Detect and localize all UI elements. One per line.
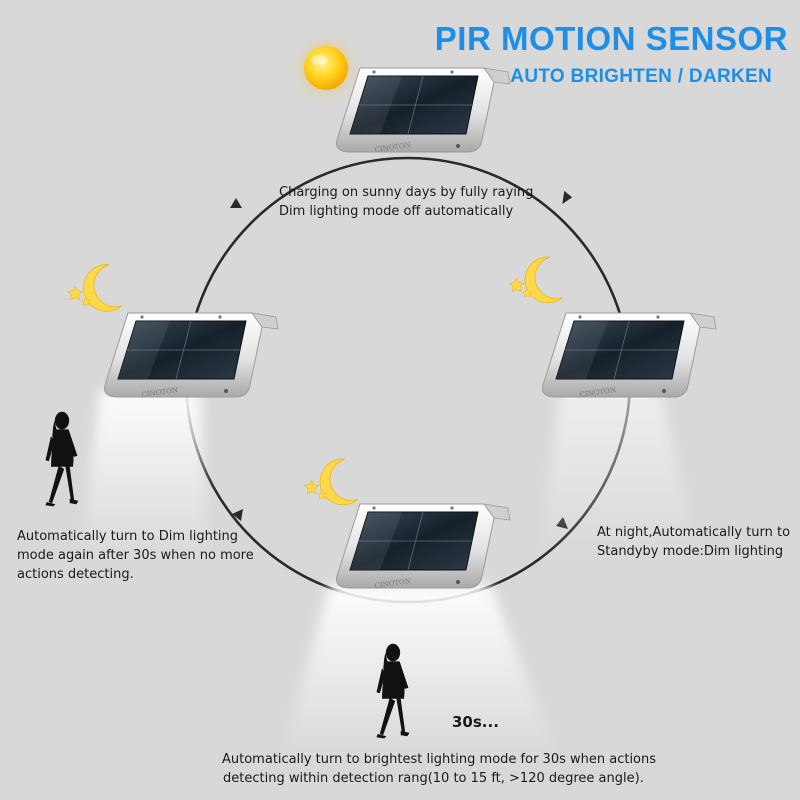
arrow-left-top <box>230 198 242 208</box>
step-standby-line1: At night,Automatically turn to <box>597 525 791 540</box>
crescent-moon-icon <box>304 458 358 506</box>
cycle-arrows <box>230 190 573 529</box>
timer-label: 30s... <box>452 713 499 731</box>
step-charging-text: Charging on sunny days by fully raying D… <box>279 183 533 221</box>
sun-icon <box>300 42 352 94</box>
light-beams <box>80 388 700 760</box>
crescent-moon-icon <box>509 256 563 304</box>
page-subtitle: AUTO BRIGHTEN / DARKEN <box>510 66 772 87</box>
step-dim-again-text: Automatically turn to Dim lighting mode … <box>17 527 254 584</box>
crescent-moon-icon <box>67 264 123 312</box>
step-brightest-text: Automatically turn to brightest lighting… <box>222 750 656 788</box>
beam-right <box>540 388 700 560</box>
arrow-top-right <box>562 190 573 205</box>
step-standby-text: At night,Automatically turn to Standyby … <box>597 523 790 561</box>
step-charging-line2: Dim lighting mode off automatically <box>279 204 514 219</box>
solar-light-device-right <box>542 312 717 398</box>
step-dim-again-line3: actions detecting. <box>17 567 134 582</box>
step-standby-line2: Standyby mode:Dim lighting <box>597 544 784 559</box>
walking-person-silhouette-left <box>45 411 79 507</box>
beam-left <box>80 390 210 560</box>
arrow-left-bottom <box>232 509 243 521</box>
solar-light-device-top <box>336 67 511 153</box>
step-dim-again-line2: mode again after 30s when no more <box>17 548 254 563</box>
step-dim-again-line1: Automatically turn to Dim lighting <box>17 529 239 544</box>
step-charging-line1: Charging on sunny days by fully raying <box>279 185 534 200</box>
step-brightest-line2: detecting within detection rang(10 to 15… <box>223 771 644 786</box>
solar-light-device-bottom <box>336 503 511 589</box>
solar-light-device-left <box>104 312 279 398</box>
page-title: PIR MOTION SENSOR <box>434 20 788 57</box>
beam-bottom <box>280 584 560 760</box>
step-brightest-line1: Automatically turn to brightest lighting… <box>222 752 657 767</box>
